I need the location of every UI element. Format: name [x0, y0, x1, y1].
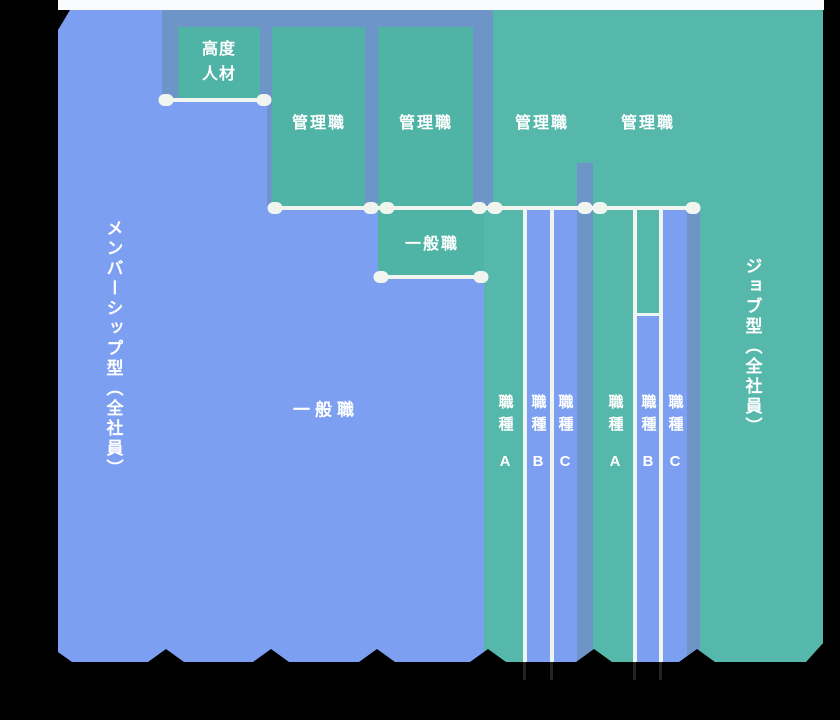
manager-box-2	[378, 27, 473, 206]
boundary-line-b2	[637, 313, 660, 316]
job-column-c2-fill	[663, 210, 687, 662]
job-column-letter: B	[642, 453, 654, 470]
job-column-label-c1: 職種 C	[556, 394, 574, 470]
job-column-letter: C	[559, 453, 571, 470]
job-column-letter: C	[669, 453, 681, 470]
general-staff-box	[378, 210, 484, 275]
node-dot	[373, 271, 389, 283]
overlap-band-group-divider-2	[687, 210, 700, 662]
node-dot	[158, 94, 174, 106]
job-column-kanji: 職種	[639, 394, 657, 438]
job-column-kanji: 職種	[529, 394, 547, 438]
node-dot	[379, 202, 395, 214]
separator-extension	[633, 662, 636, 680]
node-dot	[473, 271, 489, 283]
node-dot	[685, 202, 701, 214]
column-separator	[633, 210, 637, 662]
column-separator	[550, 210, 554, 662]
job-column-kanji: 職種	[666, 394, 684, 438]
boundary-line-general	[379, 275, 484, 279]
membership-region-label: メンバーシップ型（全社員）	[103, 219, 123, 479]
node-dot	[363, 202, 379, 214]
advanced-talent-box	[178, 27, 260, 98]
manager-label-1: 管理職	[291, 115, 347, 132]
job-column-kanji: 職種	[606, 394, 624, 438]
node-dot	[487, 202, 503, 214]
manager-box-1	[272, 27, 365, 206]
separator-extension	[550, 662, 553, 680]
node-dot	[592, 202, 608, 214]
general-staff-main-label: 一般職	[293, 400, 359, 420]
advanced-talent-line2: 人材	[201, 66, 237, 83]
column-separator	[659, 210, 663, 662]
node-dot	[267, 202, 283, 214]
separator-extension	[523, 662, 526, 680]
top-border-strip	[58, 0, 824, 10]
job-column-kanji: 職種	[496, 394, 514, 438]
job-column-label-b2: 職種 B	[639, 394, 657, 470]
job-region-label: ジョブ型（全社員）	[742, 257, 762, 437]
corner-bevel	[58, 652, 72, 662]
job-column-label-c2: 職種 C	[666, 394, 684, 470]
boundary-line-talent	[165, 98, 265, 102]
job-column-b2-fill	[637, 316, 660, 662]
node-dot	[471, 202, 487, 214]
job-column-label-a2: 職種 A	[606, 394, 624, 470]
general-staff-box-label: 一般職	[404, 236, 460, 253]
job-column-b1-fill	[527, 210, 550, 662]
overlap-band-group-divider-1	[577, 163, 593, 662]
column-separator	[523, 210, 527, 662]
advanced-talent-line1: 高度	[201, 41, 237, 58]
job-column-letter: B	[532, 453, 544, 470]
job-column-label-b1: 職種 B	[529, 394, 547, 470]
job-column-label-a1: 職種 A	[496, 394, 514, 470]
node-dot	[577, 202, 593, 214]
manager-label-2: 管理職	[398, 115, 454, 132]
manager-label-4: 管理職	[620, 115, 676, 132]
job-column-letter: A	[499, 453, 511, 470]
node-dot	[256, 94, 272, 106]
manager-label-3: 管理職	[514, 115, 570, 132]
job-column-letter: A	[609, 453, 621, 470]
job-column-kanji: 職種	[556, 394, 574, 438]
advanced-talent-label: 高度 人材	[202, 37, 236, 87]
separator-extension	[659, 662, 662, 680]
job-column-c1-fill	[554, 210, 577, 662]
